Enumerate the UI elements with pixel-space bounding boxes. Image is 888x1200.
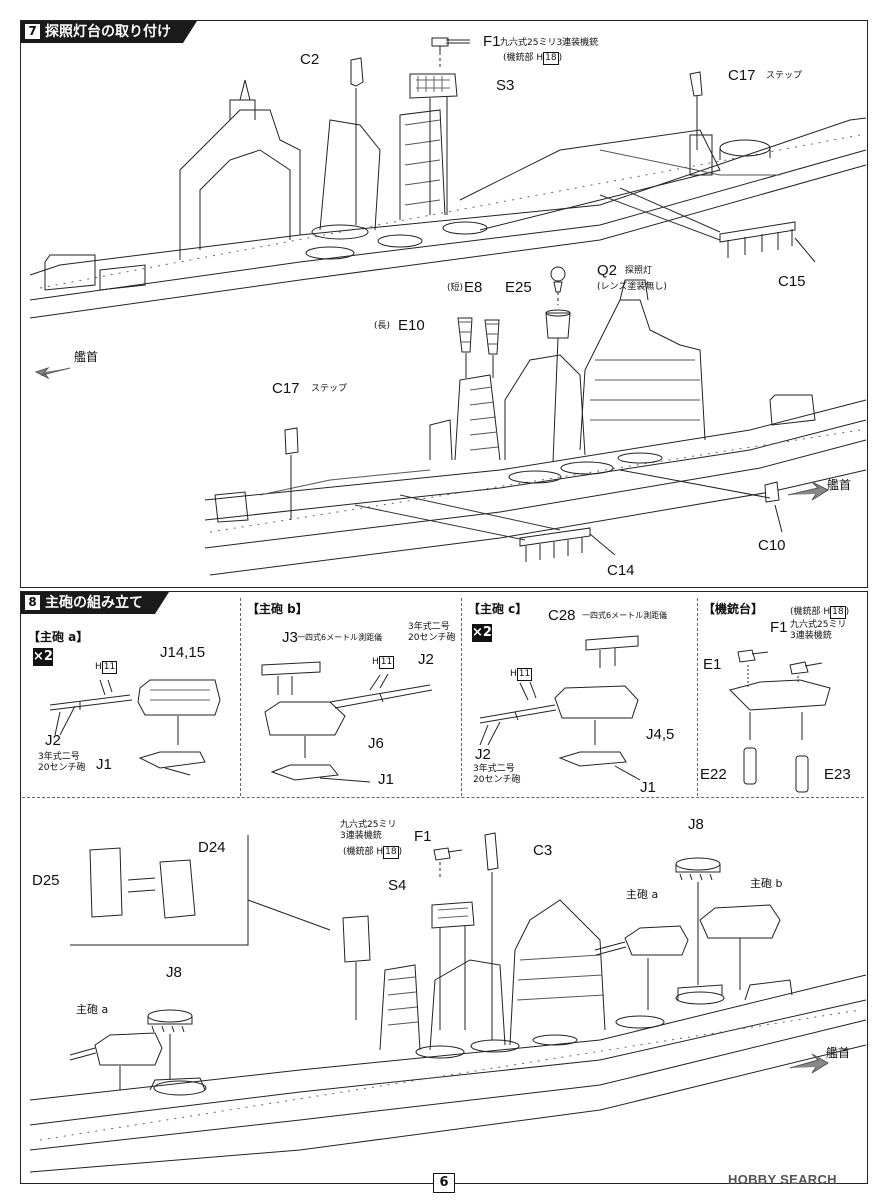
label-c15: C15 bbox=[778, 273, 806, 290]
label-c17-mid: C17 bbox=[272, 380, 300, 397]
step-7-header: 7 探照灯台の取り付け bbox=[21, 21, 197, 43]
label-f1-d: F1 bbox=[770, 619, 788, 636]
step-number: 8 bbox=[25, 595, 40, 610]
bow-label-right: 艦首 bbox=[827, 478, 852, 492]
label-j1-b: J1 bbox=[378, 771, 394, 788]
step-7-panel: 7 探照灯台の取り付け bbox=[20, 20, 868, 588]
label-c17-top: C17 bbox=[728, 67, 756, 84]
watermark: HOBBY SEARCH bbox=[728, 1172, 837, 1187]
label-j4-5: J4,5 bbox=[646, 726, 675, 743]
label-main-gun-a-left: 主砲 a bbox=[76, 1003, 109, 1016]
step-title: 主砲の組み立て bbox=[45, 595, 143, 611]
label-main-gun-b: 主砲 b bbox=[750, 877, 783, 890]
panel-title-main-gun-a: 【主砲 a】 bbox=[28, 630, 89, 644]
step-number: 7 bbox=[25, 24, 40, 39]
label-j3-note: 一四式6メートル測距儀 bbox=[297, 633, 383, 642]
divider bbox=[461, 598, 462, 796]
panel-title-mg-platform: 【機銃台】 bbox=[703, 602, 764, 616]
label-j2: J2 bbox=[45, 732, 61, 749]
divider bbox=[22, 797, 864, 798]
label-e1: E1 bbox=[703, 656, 722, 673]
label-c14: C14 bbox=[607, 562, 635, 579]
step-8-header: 8 主砲の組み立て bbox=[21, 592, 169, 614]
label-j14-15: J14,15 bbox=[160, 644, 206, 661]
label-q2-note: 探照灯 bbox=[625, 266, 653, 276]
label-c28-note: 一四式6メートル測距儀 bbox=[582, 611, 668, 620]
label-q2-paren: (レンズ塗装無し) bbox=[597, 282, 667, 292]
label-e8: E8 bbox=[464, 279, 483, 296]
label-q2: Q2 bbox=[597, 262, 618, 279]
label-c10: C10 bbox=[758, 537, 786, 554]
label-f1-8: F1 bbox=[414, 828, 432, 845]
label-e23: E23 bbox=[824, 766, 851, 783]
bow-label-left: 艦首 bbox=[74, 350, 99, 364]
label-e10-pre: (長) bbox=[374, 321, 391, 331]
label-e25: E25 bbox=[505, 279, 532, 296]
label-j3: J3 bbox=[282, 629, 298, 646]
divider bbox=[240, 598, 241, 796]
panel-title-main-gun-c: 【主砲 c】 bbox=[468, 602, 528, 616]
label-e22: E22 bbox=[700, 766, 727, 783]
label-c17-top-note: ステップ bbox=[766, 71, 803, 81]
label-c28: C28 bbox=[548, 607, 576, 624]
step-title: 探照灯台の取り付け bbox=[45, 24, 171, 40]
label-j6: J6 bbox=[368, 735, 384, 752]
label-e10: E10 bbox=[398, 317, 425, 334]
quantity-badge: ×2 bbox=[33, 648, 53, 666]
bow-label-step8: 艦首 bbox=[826, 1046, 851, 1060]
label-c3: C3 bbox=[533, 842, 553, 859]
label-d24: D24 bbox=[198, 839, 226, 856]
label-main-gun-a-top: 主砲 a bbox=[626, 888, 659, 901]
divider bbox=[697, 598, 698, 796]
step-8-panel: 8 主砲の組み立て bbox=[20, 591, 868, 1184]
page-number: 6 bbox=[433, 1173, 455, 1193]
label-f1-note: 九六式25ミリ3連装機銃 bbox=[500, 38, 599, 48]
label-j2-c: J2 bbox=[475, 746, 491, 763]
label-j1: J1 bbox=[96, 756, 112, 773]
label-e8-pre: (短) bbox=[447, 283, 464, 293]
quantity-badge: ×2 bbox=[472, 624, 492, 642]
label-d25: D25 bbox=[32, 872, 60, 889]
label-j8-left: J8 bbox=[166, 964, 182, 981]
label-s4: S4 bbox=[388, 877, 407, 894]
label-j1-c: J1 bbox=[640, 779, 656, 796]
label-j8-top: J8 bbox=[688, 816, 704, 833]
label-s3: S3 bbox=[496, 77, 515, 94]
label-c17-mid-note: ステップ bbox=[311, 384, 348, 394]
label-c2: C2 bbox=[300, 51, 320, 68]
label-f1: F1 bbox=[483, 33, 501, 50]
panel-title-main-gun-b: 【主砲 b】 bbox=[247, 602, 308, 616]
label-j2-b: J2 bbox=[418, 651, 434, 668]
